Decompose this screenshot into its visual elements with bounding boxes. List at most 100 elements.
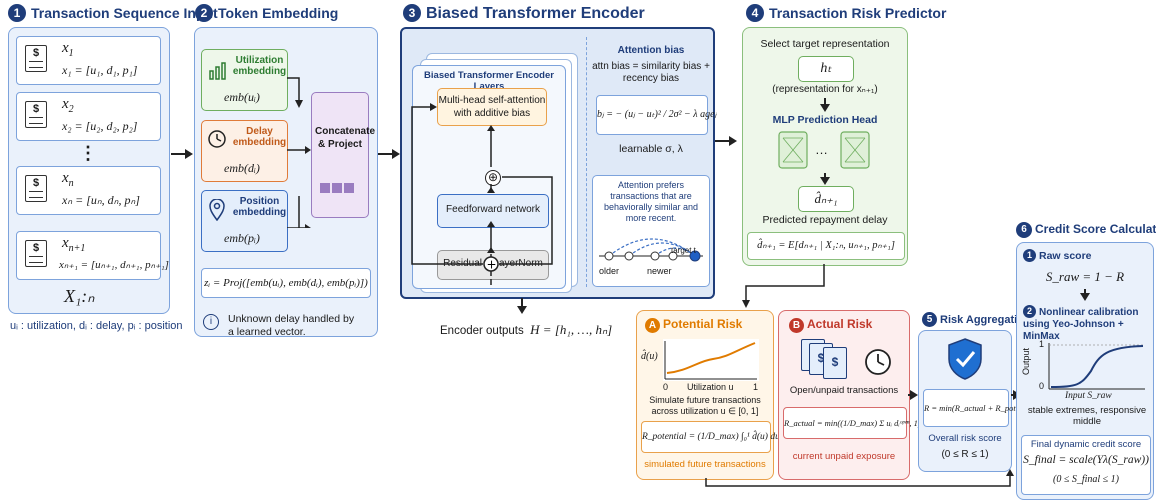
step-5-badge: 5 <box>922 312 937 327</box>
step-3-badge: 3 <box>403 4 421 22</box>
arrow-encoder-output <box>517 298 527 314</box>
calibration-ylabel: Output <box>1021 347 1031 375</box>
potential-formula: R_potential = (1/D_max) ∫₀¹ d̂(u) du <box>641 421 780 453</box>
arrow-a-to-5 <box>705 469 1014 487</box>
attention-prefers-text: Attention prefers transactions that are … <box>603 180 699 223</box>
calibration-curve-plot <box>1048 343 1145 390</box>
potential-footer: simulated future transactions <box>644 459 766 470</box>
shield-check-icon <box>948 338 982 380</box>
mlp-title: MLP Prediction Head <box>772 114 878 126</box>
aggregation-formula: R = min(R_actual + R_potential, 1) <box>923 389 1046 427</box>
potential-desc: Simulate future transactions across util… <box>649 395 761 416</box>
document-icon: $ <box>25 45 47 72</box>
arrow-1-to-2 <box>171 149 193 159</box>
dhat-box: d̂ₙ₊₁ <box>798 186 854 212</box>
delay-embedding-box: Delay embedding emb(dᵢ) <box>201 120 288 182</box>
actual-risk-title-text: Actual Risk <box>807 317 873 331</box>
section-2-title-text: Token Embedding <box>218 5 339 21</box>
raw-score-formula: S_raw = 1 − R <box>1045 269 1125 284</box>
mlp-dots: … <box>815 142 828 157</box>
actual-caption: Open/unpaid transactions <box>789 385 899 396</box>
potential-x0: 0 <box>663 382 669 392</box>
section-1-title: 1 Transaction Sequence Input <box>8 4 218 22</box>
newer-label: newer <box>647 266 672 276</box>
section-3-title: 3 Biased Transformer Encoder <box>403 4 645 23</box>
older-label: older <box>599 266 620 276</box>
select-target-text: Select target representation <box>760 38 890 50</box>
location-pin-icon <box>209 199 225 221</box>
arrow-b-to-5 <box>908 390 918 400</box>
input-legend: uᵢ : utilization, dᵢ : delay, pᵢ : posit… <box>10 320 183 332</box>
calibration-caption: stable extremes, responsive middle <box>1027 405 1147 427</box>
arrow-ht-to-mlp <box>820 98 830 112</box>
calibration-y1: 1 <box>1039 339 1045 349</box>
actual-footer: current unpaid exposure <box>792 451 896 462</box>
section-6-title-text: Credit Score Calculator <box>1035 222 1156 236</box>
utilization-expr: emb(uᵢ) <box>224 90 260 104</box>
embedding-panel: Utilization embedding emb(uᵢ) Delay embe… <box>194 27 378 337</box>
delay-label: Delay embedding <box>232 126 287 148</box>
bias-divider <box>586 37 588 287</box>
badge-a: A <box>645 318 660 333</box>
bar-chart-icon <box>209 62 226 80</box>
position-label: Position embedding <box>232 196 287 218</box>
potential-ylabel: d̂(u) <box>641 351 658 362</box>
calibration-y0: 0 <box>1039 381 1045 391</box>
token-eq-n: xₙ = [uₙ, dₙ, pₙ] <box>62 193 140 207</box>
raw-score-title-text: Raw score <box>1039 250 1092 262</box>
section-4-title: 4 Transaction Risk Predictor <box>746 4 946 22</box>
transaction-card-n1: $ xn+1 xₙ₊₁ = [uₙ₊₁, dₙ₊₁, pₙ₊₁] <box>16 231 169 280</box>
open-documents-icon: $ $ <box>801 339 847 379</box>
predicted-delay-label: Predicted repayment delay <box>762 214 888 226</box>
target-label: target t <box>671 246 696 255</box>
actual-formula: R_actual = min((1/D_max) Σ uᵢ dᵢᵒᵖᵉⁿ, 1) <box>783 407 921 439</box>
svg-text:+: + <box>487 258 497 272</box>
calibration-xlabel: Input S_raw <box>1065 391 1112 401</box>
transaction-card-1: $ x1 x₁ = [u₁, d₁, p₁] <box>16 36 161 85</box>
potential-risk-title-text: Potential Risk <box>663 317 743 331</box>
section-3-title-text: Biased Transformer Encoder <box>426 5 645 22</box>
step-4-badge: 4 <box>746 4 764 22</box>
prediction-formula: d̂ₙ₊₁ = E[dₙ₊₁ | X₁:ₙ, uₙ₊₁, pₙ₊₁] <box>747 232 905 260</box>
concatenate-box: Concatenate & Project <box>311 92 375 218</box>
attention-prefers-box: Attention prefers transactions that are … <box>592 175 710 287</box>
badge-b: B <box>789 318 804 333</box>
input-panel: $ x1 x₁ = [u₁, d₁, p₁] $ x2 x₂ = [u₂, d₂… <box>8 27 170 314</box>
encoder-layers-title: Biased Transformer Encoder Layers <box>424 70 554 92</box>
arrow-2-to-3 <box>378 149 400 159</box>
final-score-box: Final dynamic credit score S_final = sca… <box>1021 435 1151 495</box>
section-1-title-text: Transaction Sequence Input <box>31 5 218 21</box>
step-1-badge: 1 <box>8 4 26 22</box>
encoder-panel: Biased Transformer Encoder Layers Multi-… <box>400 27 716 299</box>
info-icon: i <box>203 314 219 330</box>
ellipsis-vertical: ⋮ <box>79 143 97 163</box>
arrow-raw-to-calib <box>1080 289 1090 301</box>
utilization-embedding-box: Utilization embedding emb(uᵢ) <box>201 49 288 111</box>
encoder-flow-arrows: + <box>411 103 553 285</box>
token-name-n: xn <box>62 170 74 189</box>
mhsa-box: Multi-head self-attention with additive … <box>437 88 547 126</box>
token-name-1: x1 <box>62 40 74 59</box>
add-node-top: ⊕ <box>485 170 501 186</box>
aggregation-panel: R = min(R_actual + R_potential, 1) Overa… <box>918 330 1046 472</box>
attention-bias-title: Attention bias <box>617 45 685 56</box>
clock-icon <box>865 349 891 375</box>
token-name-n1: xn+1 <box>62 235 86 254</box>
encoder-outputs-formula: H = [h₁, …, hₙ] <box>530 322 613 337</box>
section-4-title-text: Transaction Risk Predictor <box>769 5 947 21</box>
final-score-title: Final dynamic credit score <box>1030 439 1142 450</box>
sequence-label: X₁:ₙ <box>64 286 95 306</box>
ht-symbol: hₜ <box>820 61 832 76</box>
sub-step-1-badge: 1 <box>1023 249 1036 262</box>
encoder-outputs: Encoder outputs H = [h₁, …, hₙ] <box>440 322 612 338</box>
token-name-2: x2 <box>62 96 74 115</box>
attention-arc-diagram <box>599 238 703 262</box>
delay-expr: emb(dᵢ) <box>224 161 260 175</box>
